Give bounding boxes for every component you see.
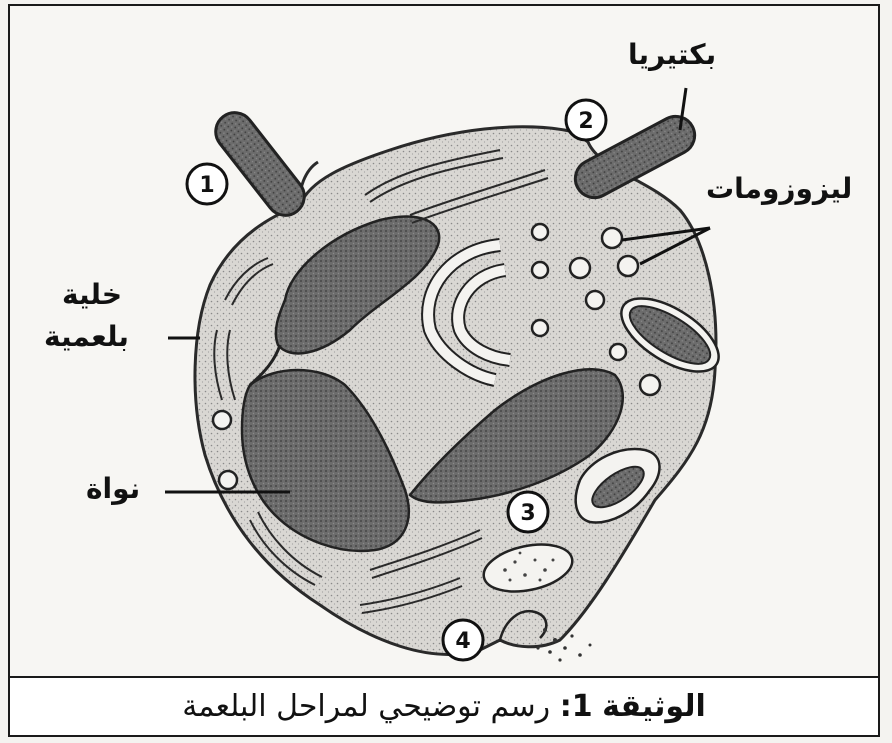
stage-marker-2: 2	[566, 100, 606, 140]
document-caption: الوثيقة 1: رسم توضيحي لمراحل البلعمة	[182, 689, 706, 724]
stage-marker-4: 4	[443, 620, 483, 660]
caption-prefix: الوثيقة	[602, 689, 706, 724]
bacterium-1	[208, 105, 312, 223]
label-phagocyte-line2: بلعمية	[44, 320, 129, 353]
stage-marker-1: 1	[187, 164, 227, 204]
caption-bar: الوثيقة 1: رسم توضيحي لمراحل البلعمة	[8, 676, 880, 737]
caption-number: 1:	[560, 689, 593, 724]
label-bacteria: بكتيريا	[628, 38, 716, 71]
stage-number-2: 2	[578, 109, 593, 134]
stage-marker-3: 3	[508, 492, 548, 532]
stage-number-1: 1	[199, 173, 214, 198]
stage-number-4: 4	[455, 629, 470, 654]
caption-text: رسم توضيحي لمراحل البلعمة	[182, 689, 550, 724]
label-nucleus: نواة	[86, 472, 140, 505]
stage-number-3: 3	[520, 501, 535, 526]
label-lysosomes: ليزوزومات	[706, 172, 852, 205]
label-phagocyte-line1: خلية	[62, 278, 122, 311]
